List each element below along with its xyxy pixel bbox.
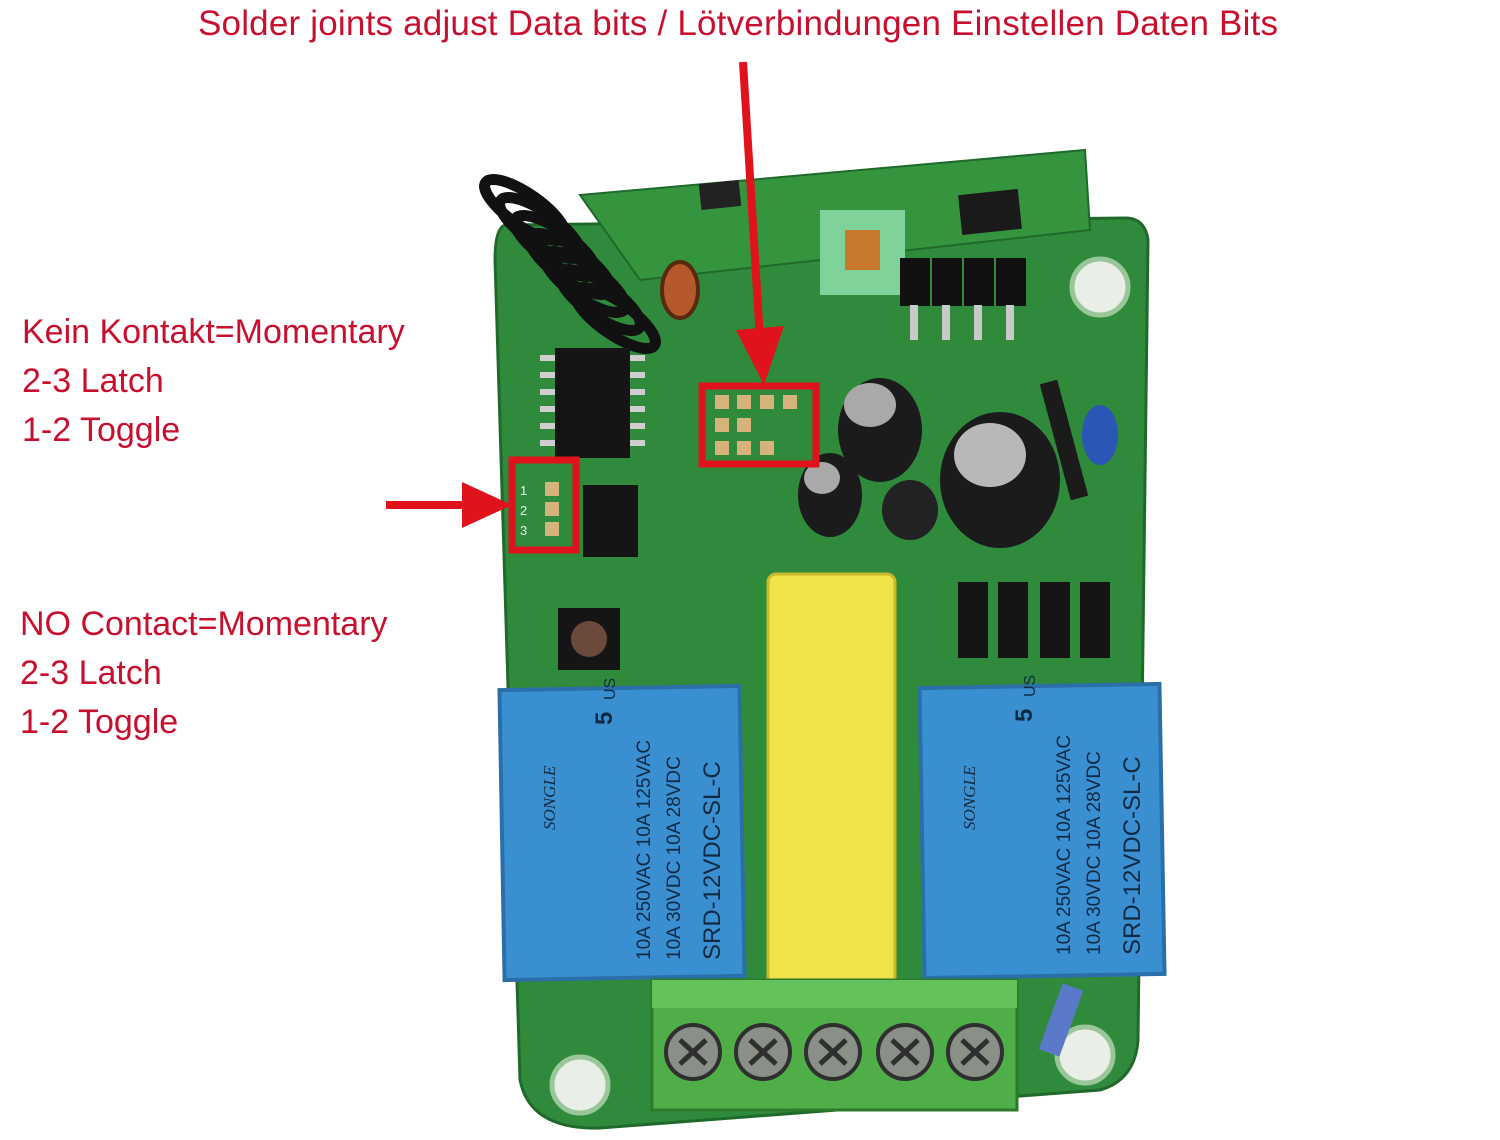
data-bit-solder-pads <box>715 395 797 455</box>
relay-mark: 5 <box>1011 709 1038 722</box>
relay-model: SRD-12VDC-SL-C <box>699 761 726 960</box>
relay-cert: US <box>1022 675 1039 697</box>
tuning-coil-core <box>845 230 880 270</box>
mode-note-toggle: 1-2 Toggle <box>20 703 179 741</box>
arrow-to-data-bits <box>736 61 784 385</box>
relay-rating: 10A 250VAC 10A 125VAC <box>634 740 655 960</box>
relay-rating: 10A 30VDC 10A 28VDC <box>664 756 685 960</box>
terminal-screw-slot <box>678 1038 990 1066</box>
mode-note-momentary: NO Contact=Momentary <box>20 605 388 643</box>
push-button-cap <box>571 621 607 657</box>
fuse <box>1038 983 1084 1057</box>
inductor <box>660 260 700 320</box>
decoder-ic <box>555 348 630 458</box>
mounting-hole <box>1069 256 1131 318</box>
relay-right: SRD-12VDC-SL-C 10A 250VAC 10A 125VAC 10A… <box>917 675 1167 981</box>
electrolytic-capacitor <box>798 453 862 537</box>
data-bits-highlight-box <box>698 382 820 468</box>
antenna-coil <box>479 174 661 354</box>
german-mode-notes: Kein Kontakt=Momentary 2-3 Latch 1-2 Tog… <box>22 308 405 455</box>
header-pins <box>900 258 1026 306</box>
relay-cert: US <box>602 678 619 700</box>
relay-brand: SONGLE <box>540 765 559 830</box>
mode-solder-pads <box>545 482 559 536</box>
relay-left: SRD-12VDC-SL-C 10A 250VAC 10A 125VAC 10A… <box>497 678 747 983</box>
english-mode-notes: NO Contact=Momentary 2-3 Latch 1-2 Toggl… <box>20 600 388 747</box>
ceramic-capacitor <box>1082 405 1118 465</box>
relay-model: SRD-12VDC-SL-C <box>1119 756 1146 955</box>
relay-rating: 10A 250VAC 10A 125VAC <box>1054 735 1075 955</box>
mounting-hole <box>549 1054 611 1116</box>
pad-label-3: 3 <box>520 523 527 538</box>
relay-rating: 10A 30VDC 10A 28VDC <box>1084 751 1105 955</box>
smd-diodes <box>958 582 1110 658</box>
arrow-to-mode-pads <box>386 482 512 528</box>
mode-note-latch: 2-3 Latch <box>22 362 164 400</box>
mode-note-momentary: Kein Kontakt=Momentary <box>22 313 405 351</box>
mode-note-latch: 2-3 Latch <box>20 654 162 692</box>
pad-label-1: 1 <box>520 483 527 498</box>
transistor <box>882 480 938 540</box>
ic-pins <box>540 355 645 446</box>
rf-chip <box>698 179 742 211</box>
header-pin-legs <box>910 305 1014 340</box>
diode <box>1039 379 1089 501</box>
relay-brand: SONGLE <box>960 765 979 830</box>
mode-note-toggle: 1-2 Toggle <box>22 411 181 449</box>
relay-mark: 5 <box>591 712 618 725</box>
pad-label-2: 2 <box>520 503 527 518</box>
electrolytic-capacitor <box>940 412 1060 548</box>
rf-ic <box>958 188 1022 236</box>
driver-ic <box>583 485 638 557</box>
x2-capacitor <box>766 572 897 988</box>
electrolytic-capacitor <box>838 378 922 482</box>
solder-joints-caption: Solder joints adjust Data bits / Lötverb… <box>198 4 1279 43</box>
